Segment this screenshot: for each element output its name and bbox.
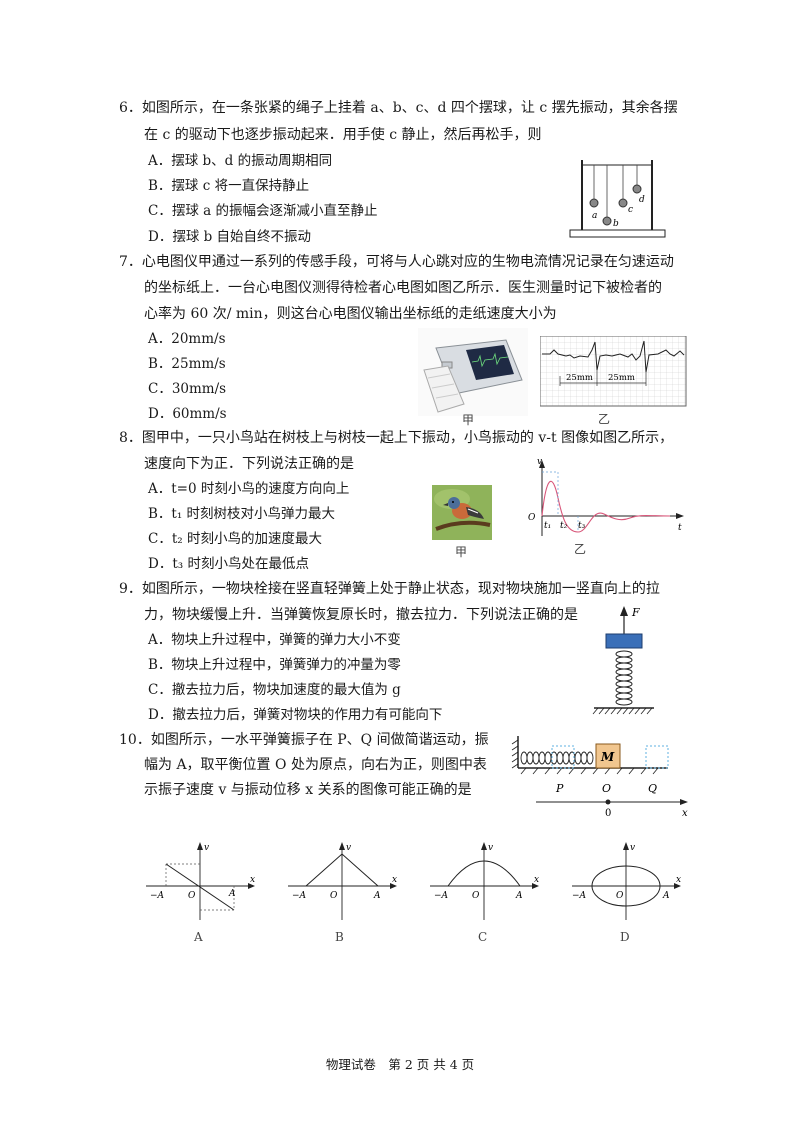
graph-A: v x O −A A [146, 842, 255, 920]
mass-label: M [600, 750, 615, 764]
point-O: O [602, 782, 611, 795]
bird-image [432, 485, 492, 540]
q10-line1: 10．如图所示，一水平弹簧振子在 P、Q 间做简谐运动，振 [119, 732, 489, 748]
graph-A-negA: −A [150, 891, 165, 901]
graph-D-v: v [630, 843, 635, 853]
q9-line2: 力，物块缓慢上升．当弹簧恢复原长时，撤去拉力．下列说法正确的是 [144, 607, 578, 623]
ecg-label-jia: 甲 [462, 413, 475, 427]
vt-label-yi: 乙 [574, 542, 587, 556]
q6-line2: 在 c 的驱动下也逐步振动起来．用手使 c 静止，然后再松手，则 [144, 127, 542, 143]
bob-label-a: a [592, 211, 597, 221]
q8-line2: 速度向下为正．下列说法正确的是 [144, 456, 354, 472]
q6-pendulum-figure: a b c d [569, 160, 666, 238]
graph-D-O: O [616, 891, 624, 901]
q9-option-d: D．撤去拉力后，弹簧对物块的作用力有可能向下 [148, 707, 443, 723]
vt-t3: t₃ [578, 521, 586, 531]
ecg-trace-figure: 25mm 25mm [540, 336, 687, 407]
force-label: F [631, 606, 640, 619]
bird-label-jia: 甲 [455, 545, 468, 559]
q6-option-b: B．摆球 c 将一直保持静止 [148, 178, 310, 194]
q8-line1: 8．图甲中，一只小鸟站在树枝上与树枝一起上下振动，小鸟振动的 v-t 图像如图乙… [119, 430, 674, 446]
q8-option-d: D．t₃ 时刻小鸟处在最低点 [148, 556, 309, 572]
q8-option-b: B．t₁ 时刻树枝对小鸟弹力最大 [148, 506, 336, 522]
q6-option-d: D．摆球 b 自始自终不振动 [148, 229, 312, 245]
bob-label-d: d [639, 195, 645, 205]
graph-C-negA: −A [434, 891, 449, 901]
graph-A-x: x [250, 875, 255, 885]
point-Q: Q [648, 782, 657, 795]
q6-option-c: C．摆球 a 的振幅会逐渐减小直至静止 [148, 203, 378, 219]
q8-option-a: A．t=0 时刻小鸟的速度方向向上 [148, 481, 350, 497]
graph-B-O: O [330, 891, 338, 901]
axis-x: x [682, 808, 688, 819]
ecg-device-image [418, 328, 528, 416]
graph-B-negA: −A [292, 891, 307, 901]
q7-line1: 7．心电图仪甲通过一系列的传感手段，可将与人心跳对应的生物电流情况记录在匀速运动 [119, 254, 674, 270]
ecg-label-yi: 乙 [598, 412, 611, 426]
ecg-dim-1: 25mm [566, 373, 593, 383]
graph-C-O: O [472, 891, 480, 901]
graph-C-v: v [488, 843, 493, 853]
q8-vt-graph: v t O t₁ t₂ t₃ [528, 458, 684, 536]
graph-C-x: x [534, 875, 539, 885]
vt-t2: t₂ [560, 521, 568, 531]
q10-line3: 示振子速度 v 与振动位移 x 关系的图像可能正确的是 [144, 782, 472, 798]
graph-D-caption: D [620, 930, 630, 944]
vt-axis-t: t [678, 523, 682, 533]
graph-B-caption: B [335, 930, 344, 944]
bob-label-b: b [613, 219, 619, 229]
graph-C-posA: A [515, 891, 523, 901]
q7-option-c: C．30mm/s [148, 381, 227, 397]
q10-line2: 幅为 A，取平衡位置 O 处为原点，向右为正，则图中表 [144, 757, 487, 773]
q9-option-b: B．物块上升过程中，弹簧弹力的冲量为零 [148, 657, 401, 673]
graph-A-O: O [188, 891, 196, 901]
q6-line1: 6．如图所示，在一条张紧的绳子上挂着 a、b、c、d 四个摆球，让 c 摆先振动… [119, 100, 678, 116]
q9-spring-figure: F [592, 606, 654, 715]
vt-origin: O [528, 513, 536, 523]
q7-option-d: D．60mm/s [148, 406, 227, 422]
graph-D: v x O −A A [572, 842, 681, 920]
graph-B-posA: A [373, 891, 381, 901]
graph-A-posA: A [228, 889, 236, 899]
graph-D-posA: A [662, 891, 670, 901]
q6-option-a: A．摆球 b、d 的振动周期相同 [148, 153, 333, 169]
vt-t1: t₁ [544, 521, 551, 531]
q7-line2: 的坐标纸上．一台心电图仪测得待检者心电图如图乙所示．医生测量时记下被检者的 [144, 280, 662, 296]
graph-B: v x O −A A [288, 842, 397, 920]
graph-D-x: x [676, 875, 681, 885]
graph-C: v x O −A A [430, 842, 539, 920]
q7-option-b: B．25mm/s [148, 356, 226, 372]
bob-label-c: c [628, 205, 633, 215]
page-footer: 物理试卷 第 2 页 共 4 页 [325, 1057, 475, 1072]
axis-zero: 0 [605, 808, 611, 819]
graph-B-v: v [346, 843, 351, 853]
graph-A-caption: A [194, 930, 203, 944]
ecg-dim-2: 25mm [608, 373, 635, 383]
point-P: P [555, 782, 564, 795]
q10-oscillator-figure: M P O Q 0 x [511, 736, 688, 819]
graph-A-v: v [204, 843, 209, 853]
graph-B-x: x [392, 875, 397, 885]
q7-option-a: A．20mm/s [148, 331, 226, 347]
q9-line1: 9．如图所示，一物块栓接在竖直轻弹簧上处于静止状态，现对物块施加一竖直向上的拉 [119, 581, 660, 597]
graph-C-caption: C [478, 930, 488, 944]
graph-D-negA: −A [572, 891, 587, 901]
q9-option-c: C．撤去拉力后，物块加速度的最大值为 g [148, 682, 401, 698]
q7-line3: 心率为 60 次/ min，则这台心电图仪输出坐标纸的走纸速度大小为 [144, 306, 557, 322]
vt-axis-v: v [537, 458, 542, 467]
q8-option-c: C．t₂ 时刻小鸟的加速度最大 [148, 531, 322, 547]
q9-option-a: A．物块上升过程中，弹簧的弹力大小不变 [148, 632, 401, 648]
